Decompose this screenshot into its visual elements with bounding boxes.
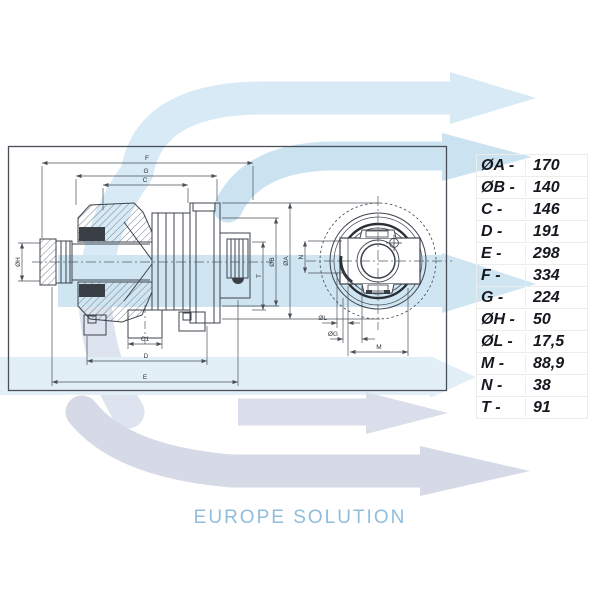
spec-row: F - 334 <box>477 265 587 287</box>
dim-name: ØL - <box>477 332 526 351</box>
spec-row: N - 38 <box>477 375 587 397</box>
dim-name: ØH - <box>477 310 526 329</box>
dim-label-g: G <box>143 168 148 175</box>
dim-name: E - <box>477 244 526 263</box>
dim-label-t: T <box>256 274 263 278</box>
dim-name: T - <box>477 398 526 417</box>
dim-name: F - <box>477 266 526 285</box>
spec-row: ØB - 140 <box>477 177 587 199</box>
dim-value: 334 <box>533 266 560 284</box>
dim-label-ol: ØL <box>318 315 327 322</box>
spec-row: ØH - 50 <box>477 309 587 331</box>
dim-label-e: E <box>143 374 148 381</box>
spec-row: ØA - 170 <box>477 155 587 177</box>
dim-name: G - <box>477 288 526 307</box>
dim-value: 88,9 <box>533 354 565 372</box>
dim-label-ob: ØB <box>269 257 276 266</box>
dim-label-oh: ØH <box>15 257 22 267</box>
dim-value: 146 <box>533 200 560 218</box>
dim-value: 140 <box>533 178 560 196</box>
spec-row: T - 91 <box>477 397 587 418</box>
side-section-view <box>32 202 272 344</box>
spec-table: ØA - 170 ØB - 140 C - 146 D - 191 E - 298 F -… <box>476 154 588 419</box>
dim-name: N - <box>477 376 526 395</box>
brand-name: EUROPE SOLUTION <box>193 507 407 528</box>
dim-value: 170 <box>533 156 560 174</box>
dim-label-f: F <box>145 155 149 162</box>
dim-label-c1: C1 <box>141 336 150 343</box>
spec-row: C - 146 <box>477 199 587 221</box>
spec-row: D - 191 <box>477 221 587 243</box>
dim-label-c: C <box>143 177 148 184</box>
dim-label-og: ØG <box>328 331 338 338</box>
dim-label-n: N <box>298 254 305 259</box>
dim-name: ØA - <box>477 156 526 175</box>
dim-label-oa: ØA <box>283 256 290 266</box>
spec-row: ØL - 17,5 <box>477 331 587 353</box>
dim-name: M - <box>477 354 526 373</box>
dim-name: D - <box>477 222 526 241</box>
dim-value: 191 <box>533 222 560 240</box>
spec-row: G - 224 <box>477 287 587 309</box>
dim-value: 38 <box>533 376 551 394</box>
dim-value: 224 <box>533 288 560 306</box>
dim-name: C - <box>477 200 526 219</box>
dimension-lines <box>18 160 409 386</box>
dim-value: 50 <box>533 310 551 328</box>
dimension-labels: F G C ØH C1 D E T ØB ØA N ØL ØG M <box>15 155 382 381</box>
drawing-frame <box>7 145 448 392</box>
crosshair-marker-icon <box>386 235 402 251</box>
spec-row: E - 298 <box>477 243 587 265</box>
spec-row: M - 88,9 <box>477 353 587 375</box>
front-view <box>306 196 452 330</box>
dim-label-d: D <box>144 353 149 360</box>
dim-value: 17,5 <box>533 332 565 350</box>
dim-name: ØB - <box>477 178 526 197</box>
dim-label-m: M <box>376 344 381 351</box>
dim-value: 91 <box>533 398 551 416</box>
dim-value: 298 <box>533 244 560 262</box>
